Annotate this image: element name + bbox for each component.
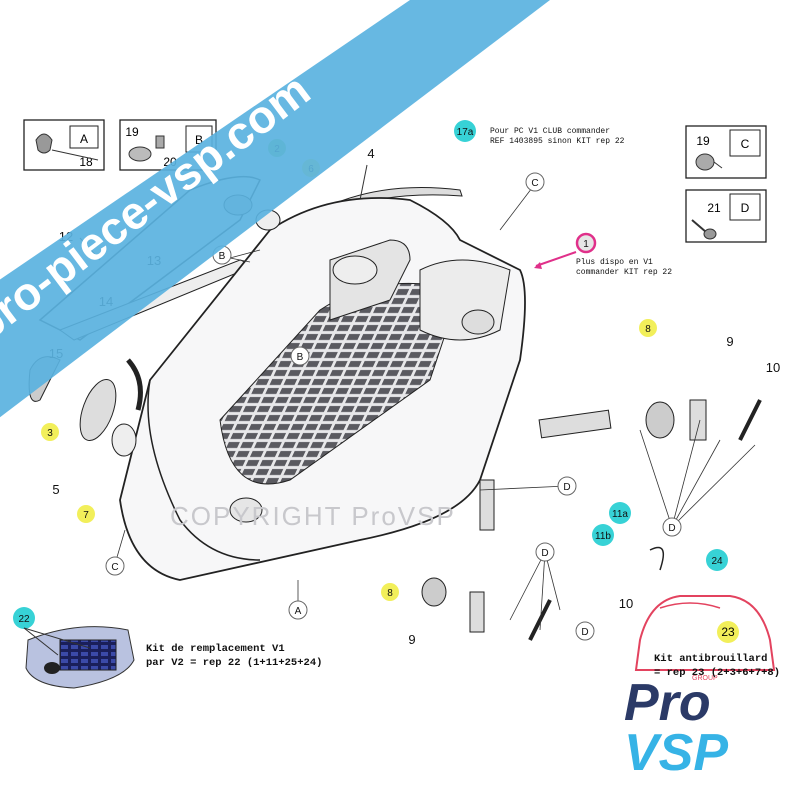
callout-1: 1 <box>583 239 589 250</box>
fog-ring-7 <box>111 423 137 457</box>
note-17a: Pour PC V1 CLUB commander REF 1403895 si… <box>490 127 625 146</box>
ref-letter-b: B <box>195 133 203 147</box>
callout-c-bottom: C <box>111 562 118 573</box>
logo-vsp: VSP <box>624 724 728 782</box>
part-label-10: 10 <box>766 360 780 375</box>
callout-a: A <box>295 606 302 617</box>
part-label-9: 9 <box>726 334 733 349</box>
front-bumper-body <box>119 197 526 581</box>
ref-letter-c: C <box>741 137 750 151</box>
callout-7: 7 <box>83 510 89 521</box>
callout-b-2: B <box>297 352 304 363</box>
note-part-1: Plus dispo en V1 commander KIT rep 22 <box>576 258 673 277</box>
callout-d-2: D <box>668 523 675 534</box>
callout-c-top: C <box>531 178 538 189</box>
copyright-watermark: COPYRIGHT ProVSP <box>170 501 456 531</box>
part-label-4: 4 <box>367 146 374 161</box>
part-label-10-lower: 10 <box>619 596 633 611</box>
callout-11b: 11b <box>595 531 611 542</box>
wire-harness-24 <box>649 546 665 571</box>
logo-group-tag: GROUP <box>692 675 718 682</box>
reference-box-d: D 21 <box>685 189 767 243</box>
reference-box-c: C 19 <box>685 125 767 179</box>
callout-24: 24 <box>711 556 723 567</box>
callout-d-1: D <box>563 482 570 493</box>
callout-22: 22 <box>18 614 30 625</box>
fog-trim-arc <box>126 358 143 411</box>
ref-partno-19-c: 19 <box>696 134 710 148</box>
letter-callouts: C B B D D D A C D <box>105 172 682 641</box>
ref-letter-a: A <box>80 132 88 146</box>
callout-b-1: B <box>219 251 226 262</box>
callout-3: 3 <box>47 428 53 439</box>
note-kit-23: Kit antibrouillard = rep 23 (2+3+6+7+8) <box>654 653 781 679</box>
callout-8: 8 <box>645 324 651 335</box>
part-label-9-lower: 9 <box>408 632 415 647</box>
callout-11a: 11a <box>612 509 628 520</box>
callout-d-3: D <box>541 548 548 559</box>
callout-23: 23 <box>721 625 735 639</box>
callout-17a: 17a <box>457 127 474 138</box>
ref-partno-19: 19 <box>125 125 139 139</box>
reference-box-a: A 18 <box>23 119 105 171</box>
kit-23-thumbnail: 23 <box>634 595 776 671</box>
part-label-5: 5 <box>52 482 59 497</box>
note-kit-22: Kit de remplacement V1 par V2 = rep 22 (… <box>146 643 323 669</box>
ref-letter-d: D <box>741 201 750 215</box>
kit-22-thumbnail <box>23 626 135 689</box>
callout-8-lower: 8 <box>387 588 393 599</box>
brand-logo: Pro VSP GROUP <box>624 674 728 782</box>
fog-lamp-lower-assembly <box>421 577 552 641</box>
fog-bezel-left <box>79 378 117 442</box>
fog-lamp-right-assembly <box>479 399 762 531</box>
callout-d-4: D <box>581 627 588 638</box>
ref-partno-21: 21 <box>707 201 721 215</box>
logo-pro: Pro <box>624 674 711 732</box>
